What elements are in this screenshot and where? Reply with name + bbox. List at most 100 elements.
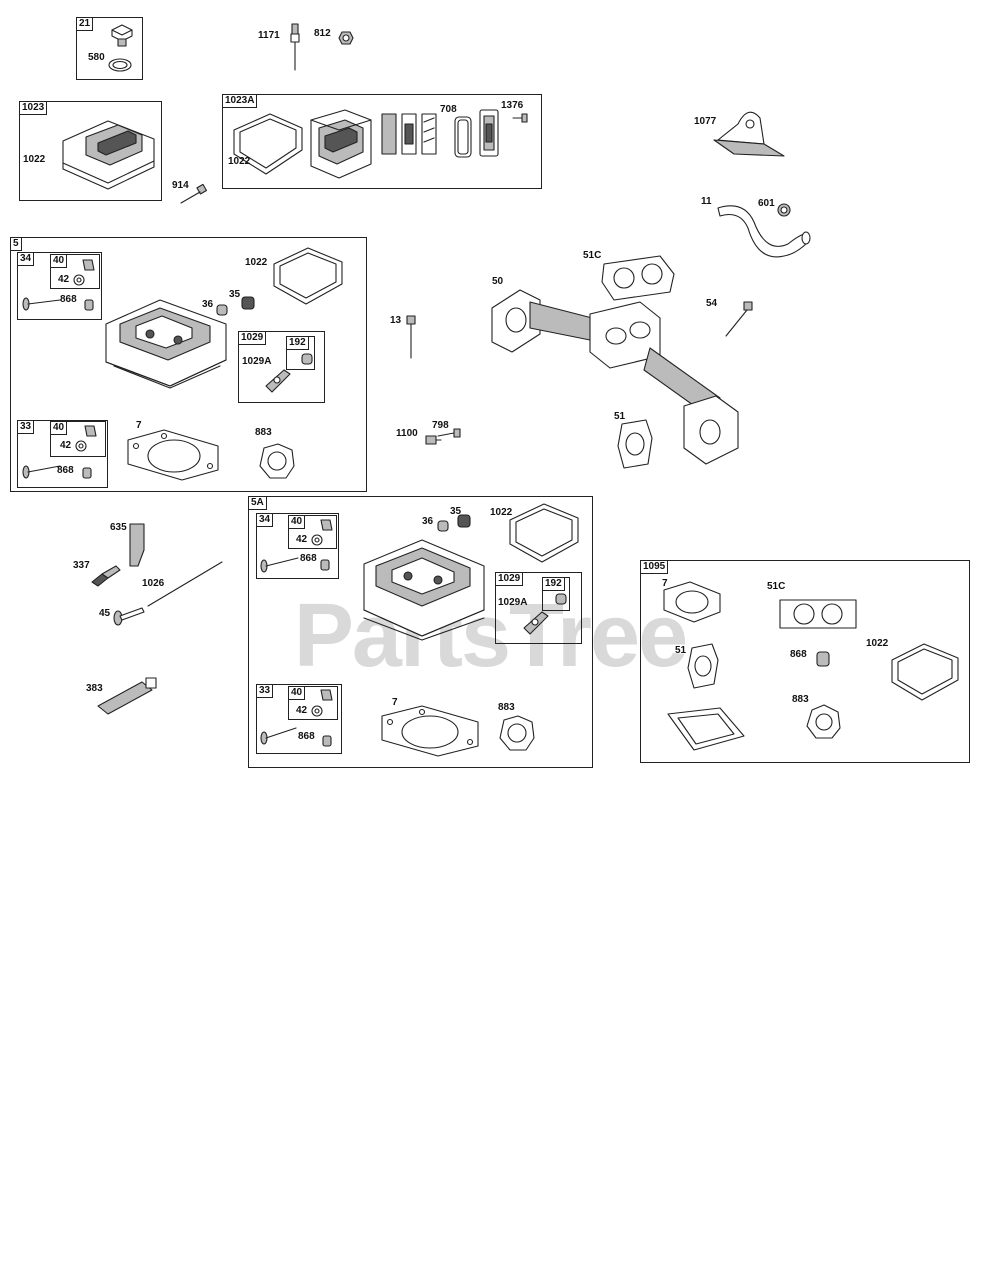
label-5-33-42[interactable]: 42 — [60, 440, 72, 451]
connector-383-icon[interactable] — [92, 676, 162, 716]
gasket-1095-51c-icon[interactable] — [776, 596, 860, 632]
label-1095-868[interactable]: 868 — [790, 649, 807, 660]
gasket-1095-exhaust-icon[interactable] — [664, 706, 748, 752]
bolt-54-icon[interactable] — [722, 300, 756, 340]
spring-36-icon[interactable] — [215, 303, 229, 317]
label-5-35[interactable]: 35 — [229, 289, 241, 300]
adjusting-nut-5a-192-icon[interactable] — [554, 592, 568, 606]
stud-1100-icon[interactable] — [424, 432, 442, 448]
valve-cover-icon[interactable] — [58, 113, 158, 191]
label-1171[interactable]: 1171 — [258, 30, 280, 41]
rocker-arm-5a-icon[interactable] — [520, 608, 550, 636]
label-13[interactable]: 13 — [390, 315, 402, 326]
label-5a-36[interactable]: 36 — [422, 516, 434, 527]
group-5a-33-40-tag[interactable]: 40 — [288, 686, 306, 700]
label-5a-868[interactable]: 868 — [300, 553, 317, 564]
label-5a-1022[interactable]: 1022 — [490, 507, 513, 518]
label-1095-51c[interactable]: 51C — [767, 581, 786, 592]
oil-fill-cap-icon[interactable] — [108, 22, 136, 48]
washer-42-icon[interactable] — [72, 273, 86, 287]
adjusting-nut-192-icon[interactable] — [300, 352, 314, 366]
intake-valve-icon[interactable] — [20, 462, 62, 480]
intake-valve-5a-icon[interactable] — [258, 724, 298, 746]
oring-icon[interactable] — [107, 57, 133, 73]
spring-5a-36-icon[interactable] — [436, 519, 450, 533]
cylinder-head-icon[interactable] — [100, 290, 230, 390]
label-5a-35[interactable]: 35 — [450, 506, 462, 517]
baffle-plates-icon[interactable] — [380, 110, 450, 158]
group-5a-33-tag[interactable]: 33 — [256, 684, 274, 698]
bolt-914-icon[interactable] — [178, 183, 208, 206]
washer-33-42-icon[interactable] — [74, 439, 88, 453]
label-1095-51[interactable]: 51 — [675, 645, 687, 656]
label-5-7[interactable]: 7 — [136, 420, 142, 431]
label-5a-883[interactable]: 883 — [498, 702, 515, 713]
label-5a-33-868[interactable]: 868 — [298, 731, 315, 742]
label-5a-33-42[interactable]: 42 — [296, 705, 308, 716]
group-5-1029-192-tag[interactable]: 192 — [286, 336, 309, 350]
valve-seal-868-icon[interactable] — [82, 298, 96, 312]
head-bolt-13-icon[interactable] — [404, 314, 418, 360]
spark-plug-boot-icon[interactable] — [122, 520, 152, 570]
valve-seal-5a-868-icon[interactable] — [318, 558, 332, 572]
spring-5a-35-icon[interactable] — [456, 513, 472, 529]
label-812[interactable]: 812 — [314, 28, 331, 39]
label-11[interactable]: 11 — [701, 196, 712, 207]
gasket-1095-51-icon[interactable] — [686, 642, 720, 690]
label-1095-1022[interactable]: 1022 — [866, 638, 889, 649]
gasket-708-icon[interactable] — [452, 114, 474, 160]
label-383[interactable]: 383 — [86, 683, 103, 694]
valve-keeper-5a-icon[interactable] — [318, 518, 334, 532]
label-1077[interactable]: 1077 — [694, 116, 717, 127]
label-1100[interactable]: 1100 — [396, 428, 418, 439]
breather-cover-icon[interactable] — [476, 106, 502, 160]
label-5a-7[interactable]: 7 — [392, 697, 398, 708]
group-21-tag[interactable]: 21 — [76, 17, 94, 31]
washer-5a-42-icon[interactable] — [310, 533, 324, 547]
cylinder-head-5a-icon[interactable] — [358, 530, 488, 642]
label-1095-883[interactable]: 883 — [792, 694, 809, 705]
head-gasket-1095-icon[interactable] — [660, 580, 724, 624]
valve-keeper-icon[interactable] — [80, 258, 96, 272]
label-45[interactable]: 45 — [99, 608, 111, 619]
label-914[interactable]: 914 — [172, 180, 189, 191]
label-708[interactable]: 708 — [440, 104, 457, 115]
gasket-1095-883-icon[interactable] — [804, 702, 844, 742]
label-5-883[interactable]: 883 — [255, 427, 272, 438]
label-5-36[interactable]: 36 — [202, 299, 214, 310]
label-798[interactable]: 798 — [432, 420, 449, 431]
label-1026[interactable]: 1026 — [142, 578, 165, 589]
group-5a-34-40-tag[interactable]: 40 — [288, 515, 306, 529]
group-5-33-tag[interactable]: 33 — [17, 420, 35, 434]
dipstick-tube-icon[interactable] — [288, 22, 302, 72]
label-5-1029a[interactable]: 1029A — [242, 356, 272, 367]
group-5a-34-tag[interactable]: 34 — [256, 513, 274, 527]
breather-hose-icon[interactable] — [714, 198, 814, 264]
label-601[interactable]: 601 — [758, 198, 775, 209]
washer-5a-33-42-icon[interactable] — [310, 704, 324, 718]
head-gasket-7-icon[interactable] — [124, 426, 222, 484]
screw-798-icon[interactable] — [436, 426, 462, 440]
gasket-51-icon[interactable] — [614, 418, 656, 470]
label-5a-1029a[interactable]: 1029A — [498, 597, 528, 608]
group-5-34-tag[interactable]: 34 — [17, 252, 35, 266]
label-51c[interactable]: 51C — [583, 250, 602, 261]
group-1095-tag[interactable]: 1095 — [640, 560, 669, 574]
valve-seal-1095-868-icon[interactable] — [814, 650, 832, 668]
group-1023a-tag[interactable]: 1023A — [222, 94, 258, 108]
gasket-5-1022-icon[interactable] — [270, 244, 346, 308]
group-5a-1029-192-tag[interactable]: 192 — [542, 577, 565, 591]
push-rod-icon[interactable] — [144, 558, 226, 610]
label-635[interactable]: 635 — [110, 522, 127, 533]
group-1023-tag[interactable]: 1023 — [19, 101, 48, 115]
label-50[interactable]: 50 — [492, 276, 504, 287]
group-5-33-40-tag[interactable]: 40 — [50, 421, 68, 435]
valve-keeper-5a-33-icon[interactable] — [318, 688, 334, 702]
spring-35-icon[interactable] — [240, 295, 256, 311]
exhaust-valve-icon[interactable] — [20, 296, 62, 312]
group-5-1029-tag[interactable]: 1029 — [238, 331, 267, 345]
label-1022-a[interactable]: 1022 — [23, 154, 46, 165]
valve-seal-5a-33-868-icon[interactable] — [320, 734, 334, 748]
valve-seal-33-868-icon[interactable] — [80, 466, 94, 480]
gasket-51c-icon[interactable] — [600, 254, 676, 302]
